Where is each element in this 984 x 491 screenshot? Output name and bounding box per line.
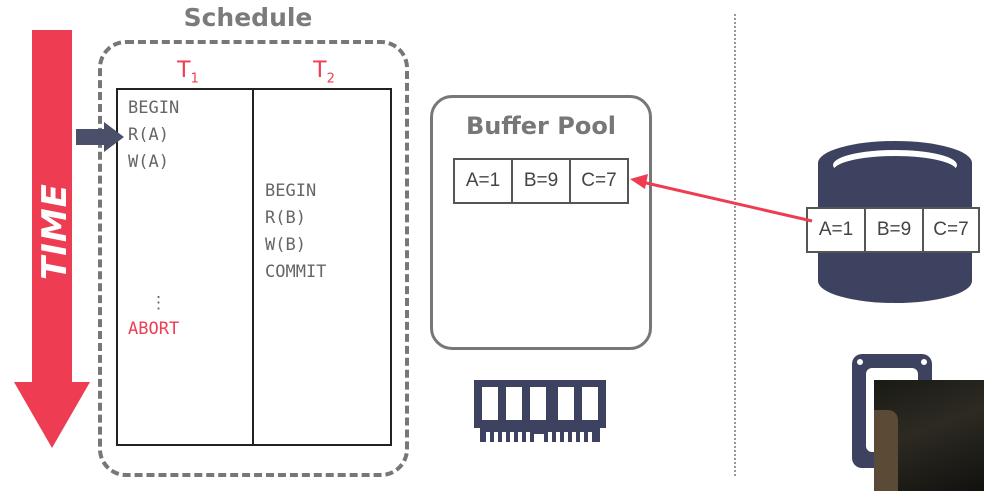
buffer-cell-a: A=1 bbox=[455, 160, 513, 202]
disk-cell-b: B=9 bbox=[866, 209, 924, 251]
t1-label: T bbox=[177, 58, 191, 83]
buffer-pool-page: A=1 B=9 C=7 bbox=[453, 158, 629, 204]
current-op-pointer-icon bbox=[76, 122, 124, 152]
buffer-pool-title: Buffer Pool bbox=[465, 112, 617, 140]
memory-disk-separator bbox=[734, 14, 736, 476]
schedule-title: Schedule bbox=[183, 3, 313, 32]
t1-header: T1 bbox=[168, 58, 208, 86]
t1-op-read-a: R(A) bbox=[128, 125, 169, 145]
t2-op-commit: COMMIT bbox=[265, 262, 327, 282]
t2-header: T2 bbox=[304, 58, 344, 86]
memory-icon bbox=[474, 380, 606, 448]
t1-op-begin: BEGIN bbox=[128, 98, 180, 118]
t1-op-write-a: W(A) bbox=[128, 152, 169, 172]
schedule-column-divider bbox=[252, 88, 254, 446]
video-overlay-figure bbox=[874, 410, 898, 491]
page-load-arrow bbox=[630, 174, 813, 223]
buffer-cell-c: C=7 bbox=[581, 170, 617, 191]
buffer-pool-box bbox=[430, 95, 652, 350]
t1-abort: ABORT bbox=[128, 319, 180, 339]
t2-subscript: 2 bbox=[326, 71, 335, 87]
time-arrow bbox=[14, 30, 90, 448]
schedule-container bbox=[98, 40, 409, 477]
disk-cell-a: A=1 bbox=[808, 209, 866, 251]
disk-page: A=1 B=9 C=7 bbox=[806, 207, 980, 253]
t1-ops: BEGIN R(A) W(A) bbox=[128, 95, 179, 176]
t2-op-begin: BEGIN bbox=[265, 181, 317, 201]
t2-ops: BEGIN R(B) W(B) COMMIT bbox=[265, 178, 326, 286]
t2-label: T bbox=[313, 58, 327, 83]
time-label: TIME bbox=[35, 183, 75, 280]
t1-continuation-dots: ⋮ bbox=[150, 293, 167, 313]
schedule-table bbox=[116, 88, 392, 446]
disk-cell-c: C=7 bbox=[933, 219, 969, 240]
t2-op-write-b: W(B) bbox=[265, 235, 306, 255]
t1-subscript: 1 bbox=[190, 71, 199, 87]
buffer-cell-b: B=9 bbox=[513, 160, 571, 202]
t2-op-read-b: R(B) bbox=[265, 208, 306, 228]
